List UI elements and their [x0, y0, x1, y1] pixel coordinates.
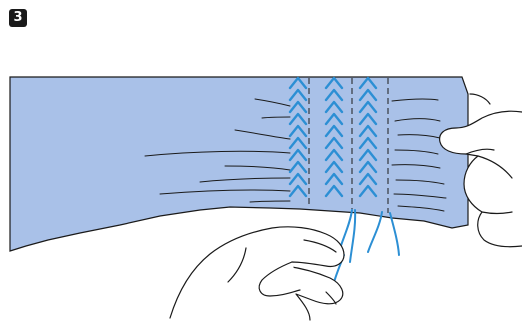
stitch-guide-lines [308, 78, 389, 213]
hand-icon [169, 226, 345, 321]
step-number-badge: 3 [9, 9, 27, 27]
fabric-wrinkles [144, 98, 447, 212]
fabric-panel-icon [9, 76, 469, 252]
hand-icon [439, 93, 522, 248]
smocking-stitch-icon [288, 76, 378, 198]
